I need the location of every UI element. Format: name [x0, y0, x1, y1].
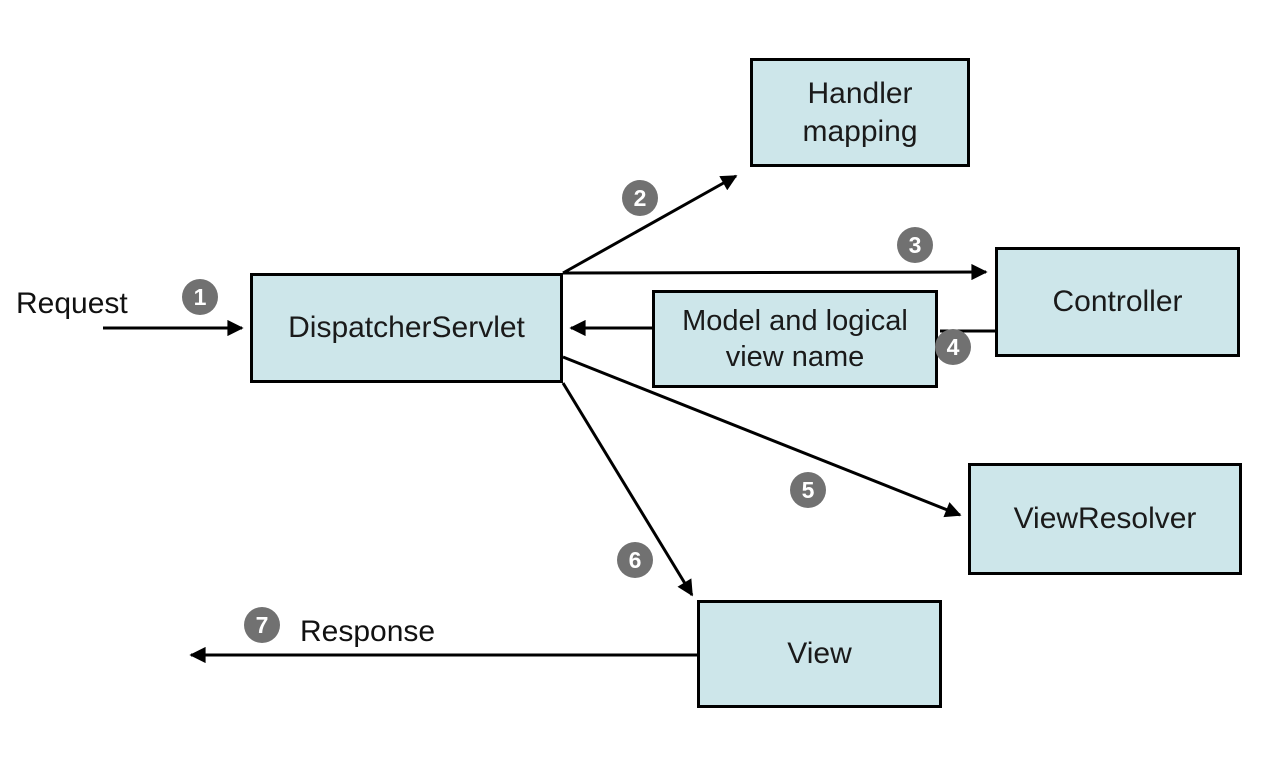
node-handler-mapping: Handler mapping	[750, 58, 970, 167]
response-label: Response	[300, 615, 436, 648]
edge-dispatcher-to-view	[561, 382, 694, 597]
step-badge-6: 6	[617, 542, 653, 578]
node-view-resolver: ViewResolver	[968, 463, 1242, 575]
node-view: View	[697, 600, 942, 708]
step-badge-3: 3	[897, 227, 933, 263]
node-dispatcher-servlet: DispatcherServlet	[250, 273, 563, 383]
node-model-and-logical-view-name: Model and logical view name	[652, 290, 938, 388]
node-controller: Controller	[995, 247, 1240, 357]
step-badge-1: 1	[182, 279, 218, 315]
step-badge-7: 7	[244, 607, 280, 643]
request-label: Request	[16, 287, 128, 320]
edge-dispatcher-to-viewresolver	[562, 355, 962, 518]
step-badge-4: 4	[935, 329, 971, 365]
edge-dispatcher-to-handler-mapping	[562, 174, 738, 275]
edge-dispatcher-to-controller	[562, 263, 988, 281]
step-badge-2: 2	[622, 180, 658, 216]
step-badge-5: 5	[790, 472, 826, 508]
